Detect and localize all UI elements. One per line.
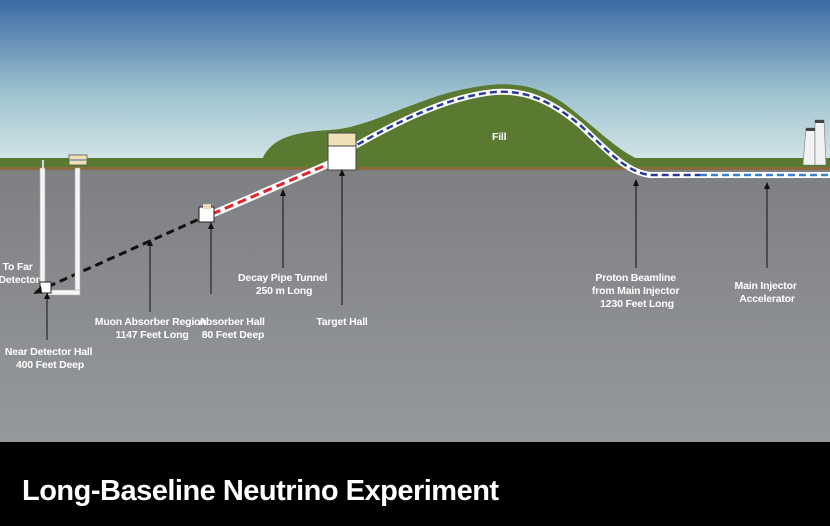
proton-beamline — [347, 90, 700, 177]
arrowhead-decay-pipe — [280, 189, 286, 196]
arrowhead-target-hall — [339, 169, 345, 176]
label-proton-beamline: Proton Beamline from Main Injector 1230 … — [592, 272, 682, 310]
target-hall-body — [327, 145, 357, 171]
label-target-hall: Target Hall — [316, 316, 368, 328]
far-detector-arrowhead — [33, 286, 42, 294]
decay-pipe-beam — [211, 155, 346, 216]
near-detector-shaft-left — [39, 167, 46, 291]
title-banner — [0, 442, 830, 526]
left-vent — [42, 160, 44, 168]
arrowhead-near-detector — [44, 292, 50, 299]
absorber-hall-cap — [203, 204, 211, 209]
near-surface-building-band — [69, 159, 87, 161]
label-muon-absorber-region: Muon Absorber Region 1147 Feet Long — [95, 316, 209, 341]
underground — [0, 168, 830, 442]
label-fill: Fill — [492, 131, 507, 143]
grass-surface — [0, 158, 830, 168]
label-main-injector: Main Injector Accelerator — [735, 280, 800, 305]
main-injector-building — [802, 119, 827, 166]
arrowhead-absorber-hall — [208, 222, 214, 229]
arrowhead-main-injector — [764, 182, 770, 189]
arrowhead-proton-beamline — [633, 179, 639, 186]
label-absorber-hall: Absorber Hall 80 Feet Deep — [199, 316, 268, 341]
soil-line — [0, 167, 830, 170]
label-to-far-detector: To Far Detector — [0, 261, 40, 286]
near-detector-shaft-right — [74, 167, 81, 296]
neutrino-beam — [35, 214, 207, 294]
label-near-detector-hall: Near Detector Hall 400 Feet Deep — [5, 346, 95, 371]
label-decay-pipe-tunnel: Decay Pipe Tunnel 250 m Long — [238, 272, 330, 297]
arrowhead-muon-absorber — [147, 239, 153, 246]
absorber-hall — [198, 206, 215, 223]
target-hall-roof — [327, 132, 357, 147]
page-title: Long-Baseline Neutrino Experiment — [22, 475, 499, 507]
